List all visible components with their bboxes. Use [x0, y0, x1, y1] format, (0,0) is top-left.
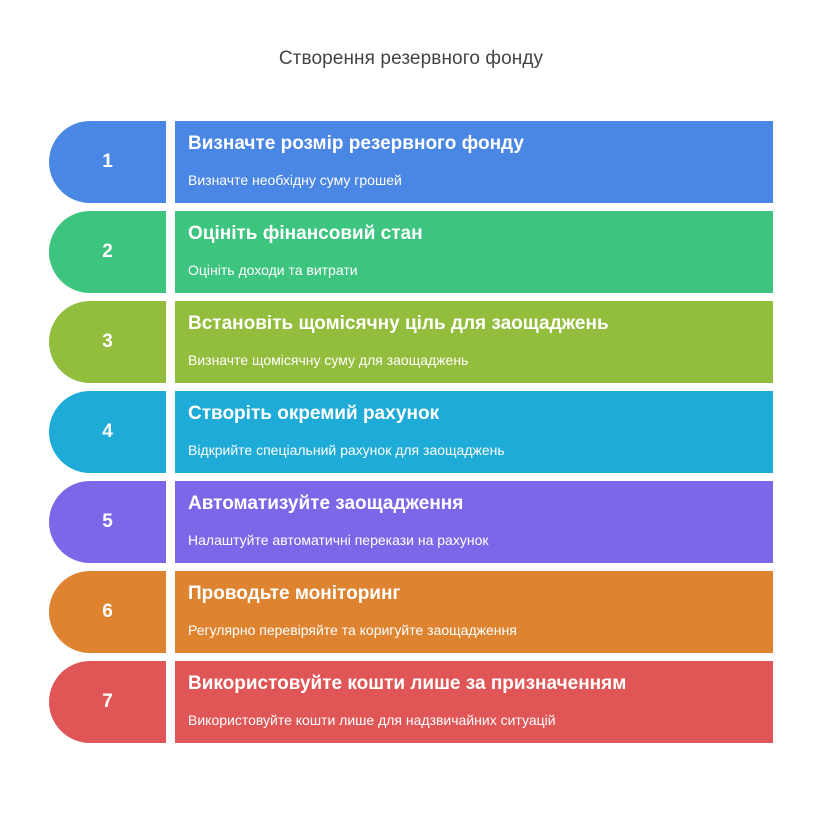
step-description: Визначте необхідну суму грошей [188, 172, 402, 188]
step-card: Визначте розмір резервного фонду Визначт… [175, 121, 773, 203]
step-card: Оцініть фінансовий стан Оцініть доходи т… [175, 211, 773, 293]
step-7: 7 Використовуйте кошти лише за призначен… [49, 661, 773, 743]
step-card: Створіть окремий рахунок Відкрийте спеці… [175, 391, 773, 473]
step-3: 3 Встановіть щомісячну ціль для заощадже… [49, 301, 773, 383]
steps-list: 1 Визначте розмір резервного фонду Визна… [49, 121, 773, 751]
step-number-badge: 4 [49, 391, 166, 473]
step-description: Використовуйте кошти лише для надзвичайн… [188, 712, 556, 728]
step-description: Налаштуйте автоматичні перекази на рахун… [188, 532, 489, 548]
step-card: Автоматизуйте заощадження Налаштуйте авт… [175, 481, 773, 563]
step-card: Встановіть щомісячну ціль для заощаджень… [175, 301, 773, 383]
step-number-badge: 1 [49, 121, 166, 203]
step-6: 6 Проводьте моніторинг Регулярно перевір… [49, 571, 773, 653]
step-1: 1 Визначте розмір резервного фонду Визна… [49, 121, 773, 203]
step-description: Відкрийте спеціальний рахунок для заощад… [188, 442, 505, 458]
step-title: Автоматизуйте заощадження [188, 493, 464, 514]
step-number-badge: 3 [49, 301, 166, 383]
step-card: Проводьте моніторинг Регулярно перевіряй… [175, 571, 773, 653]
step-title: Визначте розмір резервного фонду [188, 133, 524, 154]
step-title: Створіть окремий рахунок [188, 403, 440, 424]
step-description: Визначте щомісячну суму для заощаджень [188, 352, 469, 368]
step-2: 2 Оцініть фінансовий стан Оцініть доходи… [49, 211, 773, 293]
step-number-badge: 6 [49, 571, 166, 653]
step-5: 5 Автоматизуйте заощадження Налаштуйте а… [49, 481, 773, 563]
diagram-title: Створення резервного фонду [278, 48, 544, 69]
step-title: Оцініть фінансовий стан [188, 223, 423, 244]
step-card: Використовуйте кошти лише за призначення… [175, 661, 773, 743]
step-number-badge: 2 [49, 211, 166, 293]
step-number-badge: 5 [49, 481, 166, 563]
step-number-badge: 7 [49, 661, 166, 743]
step-title: Використовуйте кошти лише за призначення… [188, 673, 627, 694]
step-description: Оцініть доходи та витрати [188, 262, 358, 278]
step-title: Проводьте моніторинг [188, 583, 401, 604]
step-title: Встановіть щомісячну ціль для заощаджень [188, 313, 609, 334]
step-description: Регулярно перевіряйте та коригуйте заоща… [188, 622, 517, 638]
step-4: 4 Створіть окремий рахунок Відкрийте спе… [49, 391, 773, 473]
